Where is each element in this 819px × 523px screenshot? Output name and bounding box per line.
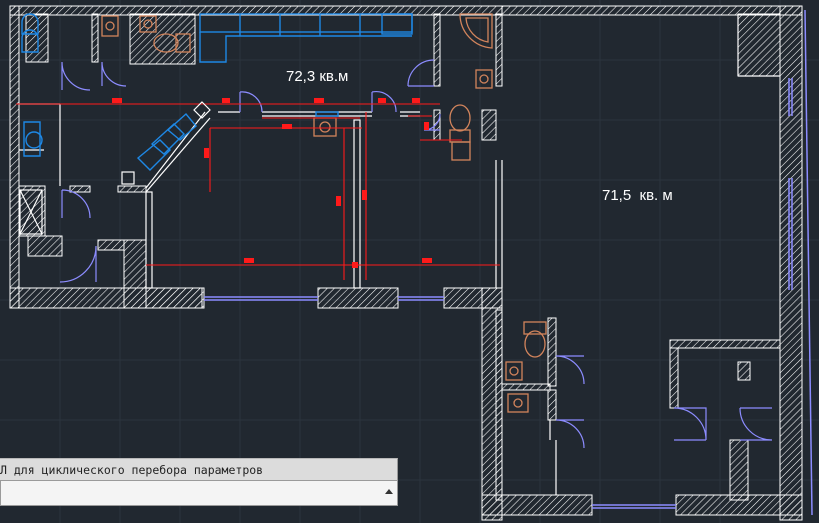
doors: [59, 59, 773, 449]
dimension-markers: [112, 98, 432, 268]
command-input[interactable]: [0, 480, 398, 506]
command-history: Л для циклического перебора параметров: [0, 458, 398, 480]
command-line-panel: Л для циклического перебора параметров: [0, 458, 398, 506]
room-area-label-left: 72,3 кв.м: [286, 68, 349, 85]
interior-lines: [19, 14, 780, 495]
command-history-text: Л для циклического перебора параметров: [0, 463, 264, 477]
diamond-marker: [193, 101, 211, 119]
outer-walls: [9, 5, 803, 521]
triangle-up-icon[interactable]: [385, 489, 393, 494]
brown-fixtures: [101, 13, 547, 413]
blue-fixtures: [21, 13, 413, 171]
windows: [204, 9, 813, 516]
room-area-label-right: 71,5 кв. м: [602, 187, 673, 204]
